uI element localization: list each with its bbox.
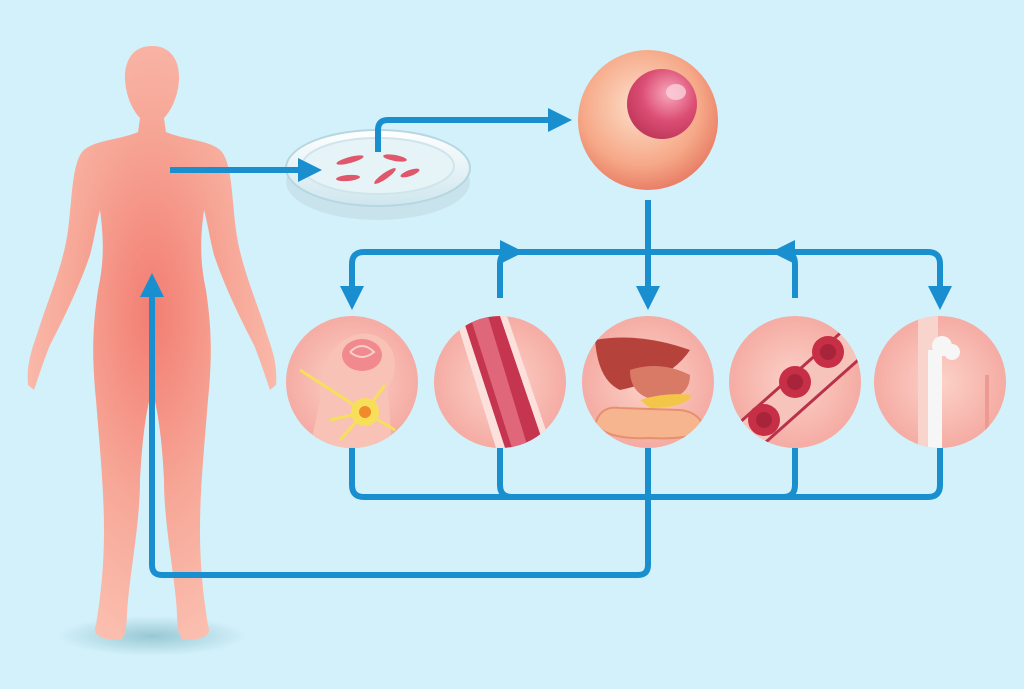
tissue-digestive-organs: [582, 316, 714, 448]
arrow-branch-4: [771, 240, 798, 298]
branch-line: [349, 249, 952, 310]
collect-line-2: [497, 448, 513, 500]
arrow-dish-to-cell: [375, 108, 572, 152]
collect-line-4: [782, 448, 798, 500]
petri-dish: [285, 129, 471, 220]
cell-nucleus: [627, 69, 697, 139]
tissue-muscle: [434, 316, 566, 448]
bone-icon: [928, 350, 942, 448]
arrow-return-to-body: [140, 273, 651, 578]
tissue-blood-vessel: [729, 316, 861, 448]
red-blood-cells: [748, 336, 844, 436]
tissue-neuron: [286, 316, 418, 448]
neuron-icon: [299, 368, 396, 441]
body-shadow: [57, 616, 247, 656]
cultured-cells: [336, 154, 420, 184]
arrow-branch-2: [497, 240, 524, 298]
stem-cell: [578, 50, 718, 190]
flow-arrows: [140, 108, 952, 578]
tissue-bone: [874, 316, 1006, 448]
